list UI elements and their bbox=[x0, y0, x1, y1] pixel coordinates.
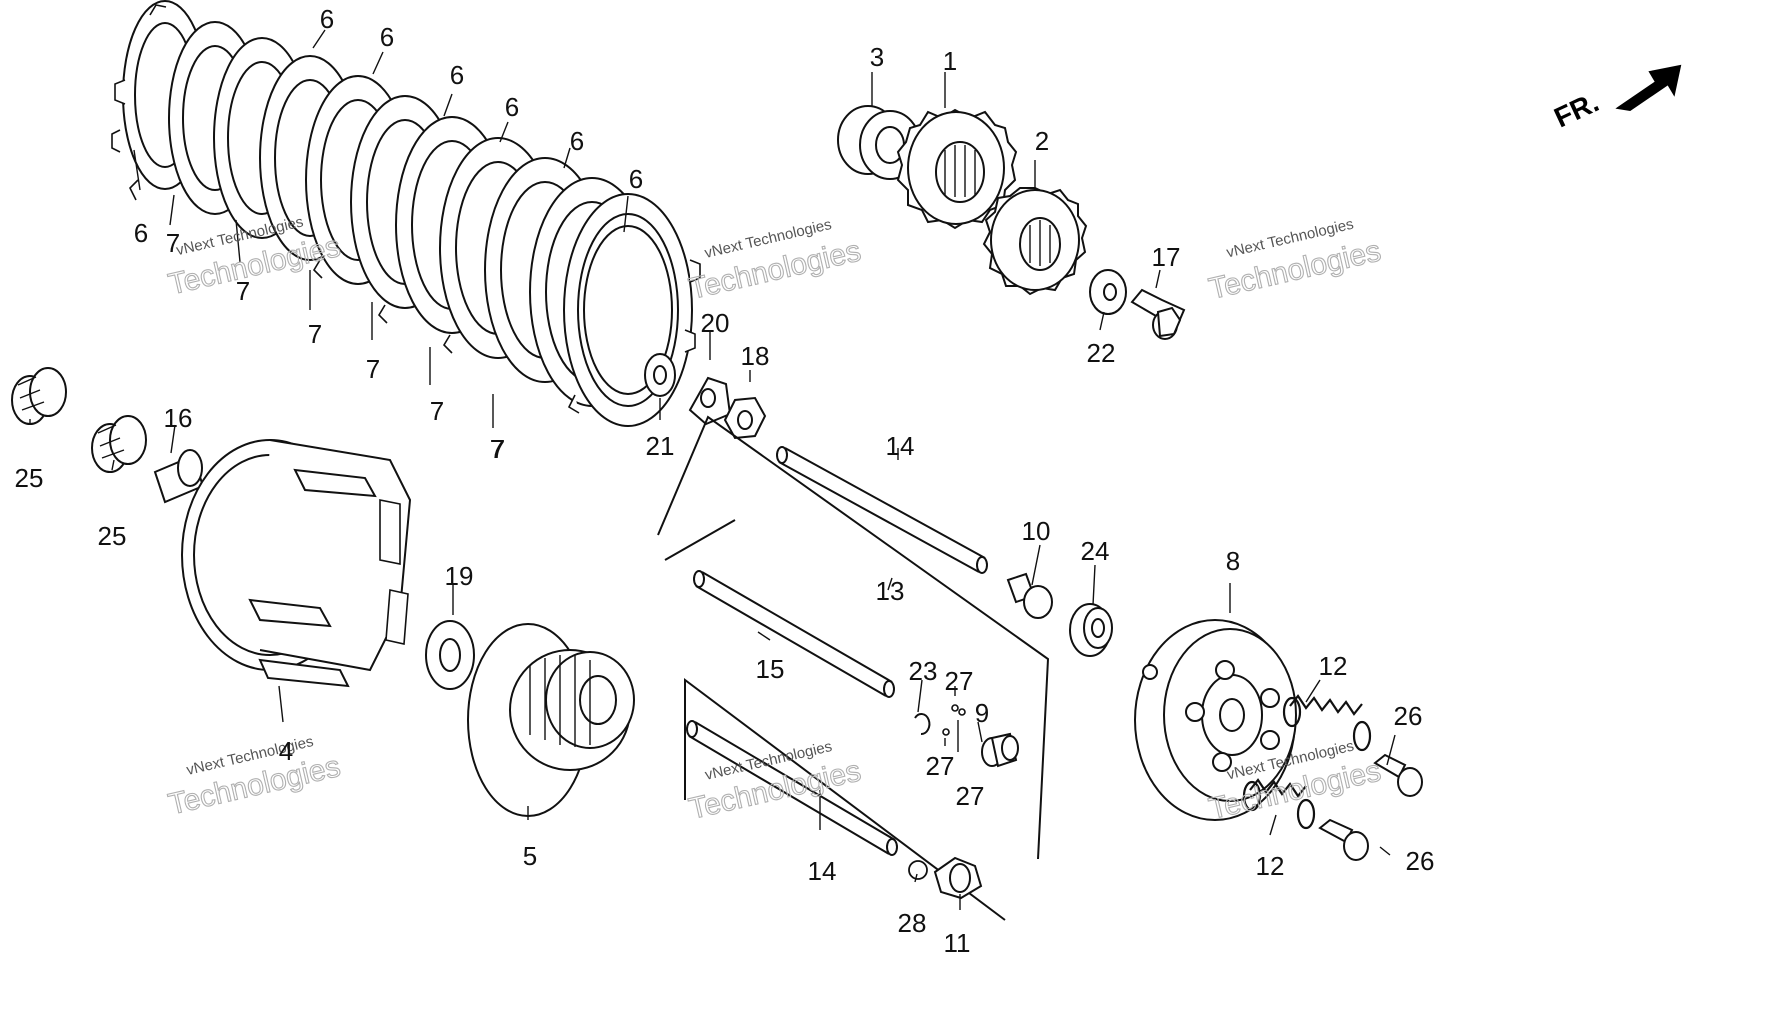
callout-label: 23 bbox=[909, 656, 938, 686]
clutch-outer-4 bbox=[181, 439, 412, 688]
clutch-spring-12 bbox=[1282, 694, 1372, 752]
thrust-washer-19 bbox=[425, 620, 475, 690]
callout-label: 27 bbox=[956, 781, 985, 811]
callout-label: 18 bbox=[741, 341, 770, 371]
callout-label: 11 bbox=[944, 928, 971, 958]
pushrod-14b bbox=[686, 720, 898, 856]
watermark: vNext Technologies Technologies bbox=[685, 216, 864, 306]
callout-label: 19 bbox=[445, 561, 474, 591]
callout-label: 7 bbox=[236, 276, 250, 306]
callout-label: 7 bbox=[366, 354, 380, 384]
callout-label: 4 bbox=[279, 736, 293, 766]
leader-lines bbox=[29, 29, 1396, 910]
callout-label: 22 bbox=[1087, 338, 1116, 368]
callout-label: 25 bbox=[98, 521, 127, 551]
callout-label: 26 bbox=[1406, 846, 1435, 876]
callout-label: 6 bbox=[570, 126, 584, 156]
callout-label: 6 bbox=[320, 4, 334, 34]
callout-label: 6 bbox=[134, 218, 148, 248]
ball-28 bbox=[908, 860, 928, 880]
callout-label: 16 bbox=[164, 403, 193, 433]
callout-label: 12 bbox=[1319, 651, 1348, 681]
callout-numbers: 6 6 6 6 6 6 6 7 7 7 7 7 7 7 3 1 2 17 22 … bbox=[15, 4, 1435, 958]
disc-tabs bbox=[111, 4, 701, 414]
callout-label: 27 bbox=[945, 666, 974, 696]
callout-label: 21 bbox=[646, 431, 675, 461]
needle-bearing-25 bbox=[11, 367, 67, 425]
front-direction-indicator: FR. bbox=[1549, 64, 1682, 133]
callout-label: 27 bbox=[926, 751, 955, 781]
friction-disc bbox=[563, 193, 693, 427]
pushrod-piece-11 bbox=[933, 856, 983, 900]
clutch-spring-12b bbox=[1242, 778, 1316, 830]
pushrod-15 bbox=[693, 570, 895, 698]
callout-label: 25 bbox=[15, 463, 44, 493]
pushrod-piece-9 bbox=[981, 732, 1019, 768]
callout-label: 7 bbox=[491, 434, 505, 464]
callout-label: 6 bbox=[629, 164, 643, 194]
callout-label: 24 bbox=[1081, 536, 1110, 566]
front-arrow-icon bbox=[1615, 64, 1682, 112]
watermark: vNext Technologies Technologies bbox=[685, 738, 864, 827]
callout-label: 13 bbox=[876, 576, 905, 606]
lock-nut-18 bbox=[723, 396, 767, 440]
front-label: FR. bbox=[1549, 86, 1603, 133]
callout-label: 5 bbox=[523, 841, 537, 871]
callout-label: 6 bbox=[505, 92, 519, 122]
bolt-26 bbox=[1373, 753, 1423, 797]
circlip-23 bbox=[914, 713, 931, 736]
callout-label: 6 bbox=[380, 22, 394, 52]
primary-drive-gear-1 bbox=[896, 108, 1018, 230]
watermark: vNext Technologies Technologies bbox=[165, 733, 344, 822]
callout-label: 9 bbox=[975, 698, 989, 728]
callout-label: 7 bbox=[308, 319, 322, 349]
callout-label: 28 bbox=[898, 908, 927, 938]
lock-washer-20 bbox=[688, 376, 732, 426]
pushrod-14 bbox=[776, 446, 988, 574]
callout-label: 14 bbox=[886, 431, 915, 461]
callout-label: 1 bbox=[943, 46, 957, 76]
gear-2 bbox=[982, 187, 1088, 296]
callout-label: 14 bbox=[808, 856, 837, 886]
washer-22 bbox=[1089, 269, 1127, 315]
callout-label: 15 bbox=[756, 654, 785, 684]
callout-label: 7 bbox=[430, 396, 444, 426]
watermark: vNext Technologies Technologies bbox=[1205, 216, 1384, 307]
callout-label: 7 bbox=[166, 228, 180, 258]
needle-bearing-25 bbox=[91, 415, 147, 473]
bearing-24 bbox=[1069, 603, 1113, 657]
callout-label: 6 bbox=[450, 60, 464, 90]
lifter-piece-10 bbox=[1006, 572, 1053, 619]
callout-label: 8 bbox=[1226, 546, 1240, 576]
pushrod-bracket bbox=[657, 415, 1050, 921]
callout-label: 12 bbox=[1256, 851, 1285, 881]
callout-label: 20 bbox=[701, 308, 730, 338]
callout-label: 10 bbox=[1022, 516, 1051, 546]
bolt-26b bbox=[1318, 818, 1369, 861]
washer-21 bbox=[644, 353, 676, 397]
callout-label: 7 bbox=[490, 434, 504, 464]
clutch-center-5 bbox=[467, 623, 635, 817]
clutch-plate-stack bbox=[111, 0, 701, 427]
callout-label: 17 bbox=[1152, 242, 1181, 272]
callout-label: 3 bbox=[870, 42, 884, 72]
pressure-plate-8 bbox=[1134, 619, 1297, 821]
balls-27 bbox=[942, 704, 966, 736]
callout-label: 26 bbox=[1394, 701, 1423, 731]
bolt-17 bbox=[1130, 288, 1186, 340]
callout-label: 2 bbox=[1035, 126, 1049, 156]
